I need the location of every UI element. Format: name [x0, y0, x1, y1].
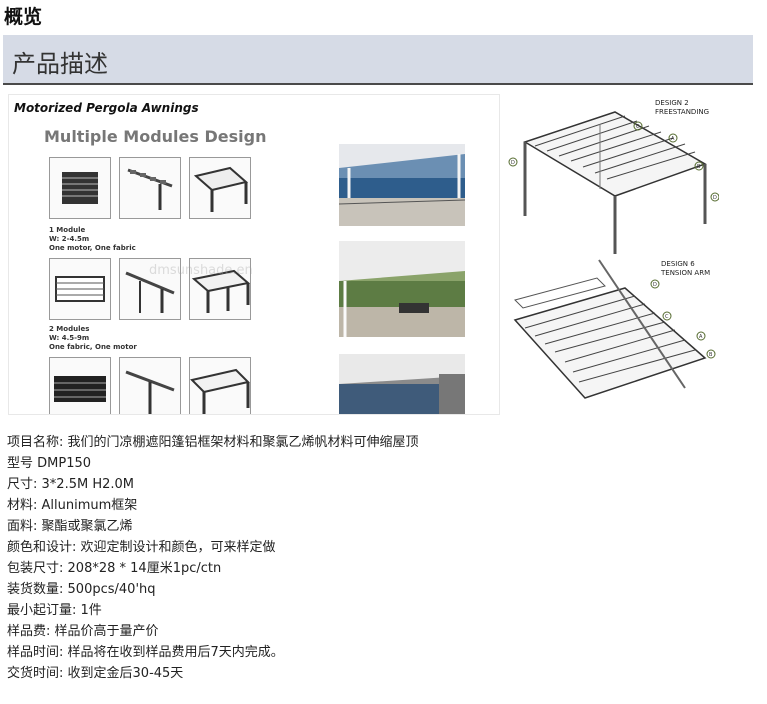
svg-text:D: D — [653, 282, 657, 288]
section-title: 产品描述 — [12, 50, 108, 78]
pergola-3d-icon — [191, 269, 251, 313]
overview-heading: 概览 — [4, 6, 43, 28]
svg-text:D: D — [511, 160, 515, 166]
spec-model: 型号 DMP150 — [7, 456, 92, 471]
freestanding-diagram: C A B D D — [508, 111, 719, 254]
louver-side-icon — [125, 370, 175, 414]
spec-item-name: 项目名称: 我们的门凉棚遮阳篷铝框架材料和聚氯乙烯帆材料可伸缩屋顶 — [7, 435, 419, 450]
module-3d-view-2 — [189, 258, 251, 320]
spec-size: 尺寸: 3*2.5M H2.0M — [7, 477, 134, 492]
spec-sample-time: 样品时间: 样品将在收到样品费用后7天内完成。 — [7, 645, 284, 660]
design2-label: DESIGN 2 FREESTANDING — [655, 99, 710, 116]
spec-color-design: 颜色和设计: 欢迎定制设计和颜色，可来样定做 — [7, 540, 276, 555]
module-front-view-1 — [49, 157, 111, 219]
svg-text:A: A — [671, 136, 675, 142]
svg-text:D: D — [713, 195, 717, 201]
photo-image — [339, 241, 465, 337]
louver-side-icon — [125, 271, 175, 313]
hero-subtitle: Multiple Modules Design — [44, 127, 267, 146]
spec-material: 材料: Allunimum框架 — [7, 498, 138, 513]
pergola-3d-icon — [190, 368, 250, 414]
pergola-3d-icon — [193, 166, 249, 212]
spec-moq: 最小起订量: 1件 — [7, 603, 102, 618]
module-side-view-1 — [119, 157, 181, 219]
svg-text:B: B — [709, 352, 713, 358]
svg-text:B: B — [697, 164, 701, 170]
spec-delivery-time: 交货时间: 收到定金后30-45天 — [7, 666, 184, 681]
pergola-terrace-photo — [339, 241, 465, 337]
module1-label: 1 Module W: 2-4.5m One motor, One fabric — [49, 226, 136, 252]
pergola-design-diagram: DESIGN 2 FREESTANDING C A B D D DESIGN 6… — [505, 94, 719, 416]
svg-text:A: A — [699, 334, 703, 340]
product-spec-list: 项目名称: 我们的门凉棚遮阳篷铝框架材料和聚氯乙烯帆材料可伸缩屋顶 型号 DMP… — [7, 432, 419, 684]
watermark: dmsunshade.en — [149, 263, 253, 278]
module-side-view-2 — [119, 258, 181, 320]
design6-label: DESIGN 6 TENSION ARM — [661, 260, 711, 277]
photo-image — [339, 144, 465, 226]
spec-package-size: 包装尺寸: 208*28 * 14厘米1pc/ctn — [7, 561, 222, 576]
louver-front-icon — [55, 276, 105, 302]
photo-image — [339, 354, 465, 414]
spec-fabric: 面料: 聚酯或聚氯乙烯 — [7, 519, 133, 534]
pergola-seaside-photo — [339, 144, 465, 226]
louver-side-icon — [127, 168, 173, 210]
product-hero-image: Motorized Pergola Awnings Multiple Modul… — [8, 94, 500, 415]
module-front-view-3 — [49, 357, 111, 414]
module2-label: 2 Modules W: 4.5-9m One fabric, One moto… — [49, 325, 137, 351]
pergola-patio-photo — [339, 354, 465, 414]
module-front-view-2 — [49, 258, 111, 320]
tension-arm-diagram: D C A B — [513, 259, 716, 399]
spec-sample-fee: 样品费: 样品价高于量产价 — [7, 624, 159, 639]
svg-text:C: C — [665, 314, 669, 320]
louver-front-icon — [62, 172, 98, 204]
product-description-header: 产品描述 — [3, 35, 753, 85]
module-3d-view-1 — [189, 157, 251, 219]
svg-text:C: C — [636, 124, 640, 130]
spec-loading-qty: 装货数量: 500pcs/40'hq — [7, 582, 156, 597]
hero-title: Motorized Pergola Awnings — [14, 101, 199, 115]
module-side-view-3 — [119, 357, 181, 414]
module-3d-view-3 — [189, 357, 251, 414]
louver-front-icon — [54, 376, 106, 402]
